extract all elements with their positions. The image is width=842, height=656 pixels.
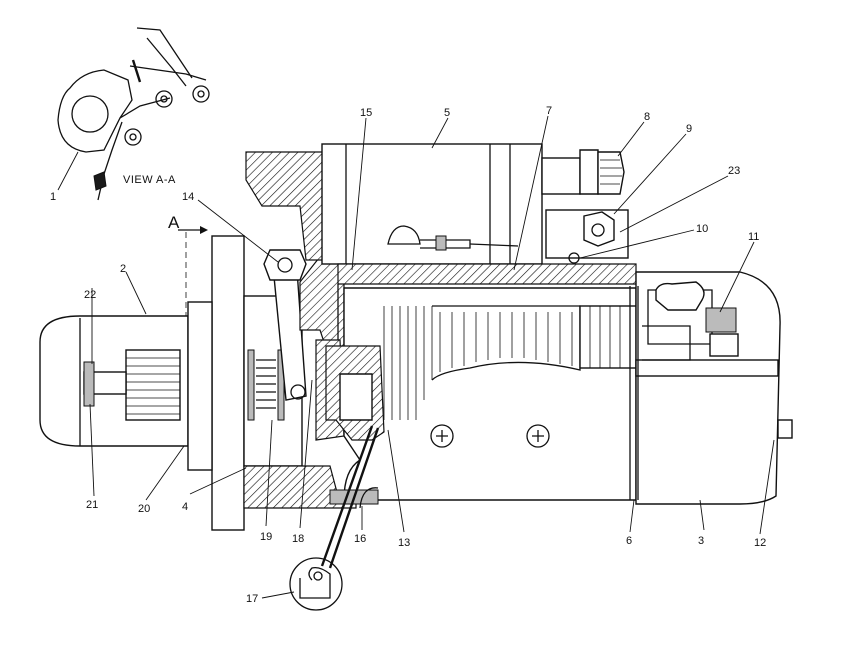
- callout-8: 8: [644, 111, 650, 123]
- callout-6: 6: [626, 535, 632, 547]
- callout-7: 7: [546, 105, 552, 117]
- callout-23: 23: [728, 165, 740, 177]
- view-a-a-detail: VIEW A-A: [57, 27, 210, 201]
- callout-14: 14: [182, 191, 194, 203]
- callout-20: 20: [138, 503, 150, 515]
- callout-10: 10: [696, 223, 708, 235]
- view-a-a-label: VIEW A-A: [123, 174, 176, 186]
- drive-housing: [39, 235, 357, 531]
- callout-22: 22: [84, 289, 96, 301]
- solenoid: [245, 143, 629, 265]
- callout-5: 5: [444, 107, 450, 119]
- callout-21: 21: [86, 499, 98, 511]
- callout-9: 9: [686, 123, 692, 135]
- detail-circle-17: [289, 425, 380, 611]
- section-mark-a-top: A: [168, 213, 180, 232]
- motor-frame: [325, 263, 637, 509]
- callout-13: 13: [398, 537, 410, 549]
- callout-4: 4: [182, 501, 188, 513]
- leader-lines: [57, 115, 775, 599]
- callout-19: 19: [260, 531, 272, 543]
- callout-15: 15: [360, 107, 372, 119]
- callout-12: 12: [754, 537, 766, 549]
- callout-labels: 1 2 3 4 5 6 7 8 9 10 11 12 13 14 15 16 1…: [50, 105, 766, 605]
- callout-16: 16: [354, 533, 366, 545]
- callout-18: 18: [292, 533, 304, 545]
- callout-2: 2: [120, 263, 126, 275]
- callout-17: 17: [246, 593, 258, 605]
- callout-11: 11: [748, 231, 759, 243]
- end-cap: [629, 271, 793, 505]
- callout-3: 3: [698, 535, 704, 547]
- callout-1: 1: [50, 191, 56, 203]
